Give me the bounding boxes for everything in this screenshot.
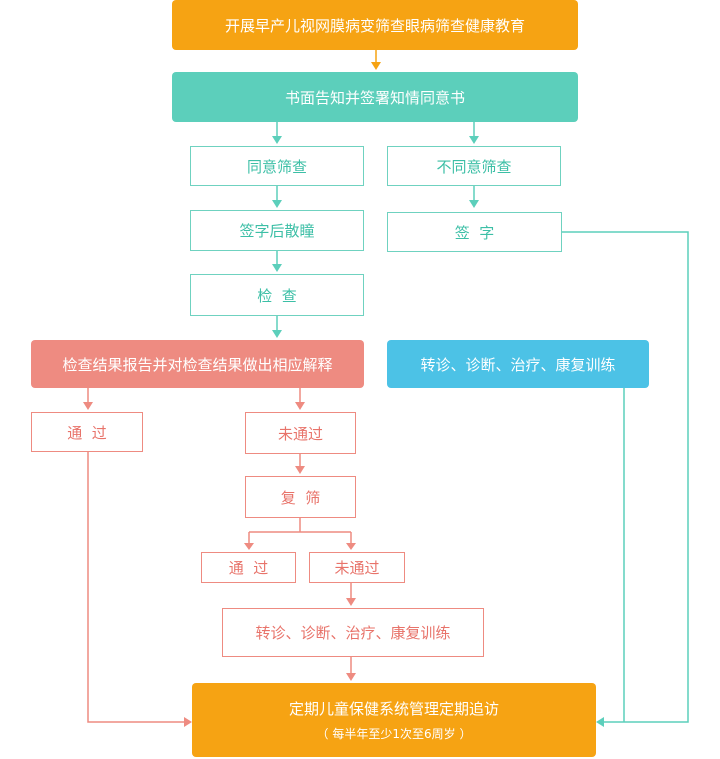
node-fail2-label: 未通过 — [334, 559, 380, 577]
node-referral-bottom-label: 转诊、诊断、治疗、康复训练 — [255, 624, 451, 642]
node-recheck: 复 筛 — [245, 476, 356, 518]
arrowhead-icon — [272, 264, 282, 272]
arrowhead-icon — [272, 136, 282, 144]
node-disagree: 不同意筛查 — [387, 146, 561, 186]
arrowhead-icon — [346, 598, 356, 606]
node-education: 开展早产儿视网膜病变筛查眼病筛查健康教育 — [172, 0, 578, 50]
arrowhead-icon — [295, 466, 305, 474]
node-followup: 定期儿童保健系统管理定期追访 （ 每半年至少1次至6周岁 ） — [192, 683, 596, 757]
node-pass: 通 过 — [31, 412, 143, 452]
arrowhead-icon — [244, 543, 254, 550]
node-pass-label: 通 过 — [67, 423, 107, 442]
node-agree: 同意筛查 — [190, 146, 364, 186]
node-exam-label: 检 查 — [257, 286, 297, 305]
node-pass2-label: 通 过 — [228, 559, 269, 577]
arrowhead-icon — [371, 62, 381, 70]
node-education-label: 开展早产儿视网膜病变筛查眼病筛查健康教育 — [224, 16, 525, 35]
node-agree-label: 同意筛查 — [246, 157, 307, 176]
node-followup-label: 定期儿童保健系统管理定期追访 — [288, 700, 499, 718]
node-referral-bottom: 转诊、诊断、治疗、康复训练 — [222, 608, 484, 657]
node-sign-dilate-label: 签字后散瞳 — [239, 222, 315, 240]
node-referral-right: 转诊、诊断、治疗、康复训练 — [387, 340, 649, 388]
arrowhead-icon — [469, 136, 479, 144]
node-pass2: 通 过 — [201, 552, 296, 583]
arrowhead-icon — [469, 200, 479, 208]
arrowhead-icon — [272, 330, 282, 338]
node-referral-right-label: 转诊、诊断、治疗、康复训练 — [420, 355, 616, 374]
arrowhead-icon — [346, 673, 356, 681]
arrowhead-icon — [83, 402, 93, 410]
node-sign-dilate: 签字后散瞳 — [190, 210, 364, 251]
node-followup-note: （ 每半年至少1次至6周岁 ） — [316, 727, 472, 741]
arrowhead-icon — [596, 717, 604, 727]
arrowhead-icon — [184, 717, 192, 727]
node-exam: 检 查 — [190, 274, 364, 316]
node-consent: 书面告知并签署知情同意书 — [172, 72, 578, 122]
arrowhead-icon — [346, 543, 356, 550]
node-disagree-label: 不同意筛查 — [436, 157, 512, 176]
node-consent-label: 书面告知并签署知情同意书 — [284, 88, 465, 107]
node-fail2: 未通过 — [309, 552, 405, 583]
arrowhead-icon — [295, 402, 305, 410]
node-report: 检查结果报告并对检查结果做出相应解释 — [31, 340, 364, 388]
node-sign-label: 签 字 — [454, 223, 495, 242]
arrowhead-icon — [272, 200, 282, 208]
node-recheck-label: 复 筛 — [280, 488, 321, 507]
node-report-label: 检查结果报告并对检查结果做出相应解释 — [62, 355, 333, 374]
sign-followup-line — [562, 231, 689, 723]
node-fail: 未通过 — [245, 412, 356, 454]
node-fail-label: 未通过 — [277, 424, 323, 443]
node-sign: 签 字 — [387, 212, 562, 252]
